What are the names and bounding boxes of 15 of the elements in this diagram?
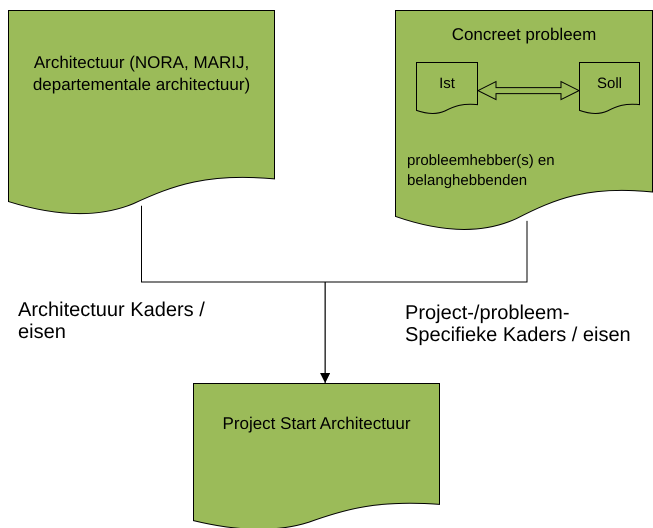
annotation-text: Project-/probleem- Specifieke Kaders / eisen [405, 302, 632, 346]
node-title: Architectuur (NORA, MARIJ, departementale architectuur) [32, 52, 252, 96]
document-shape [8, 10, 275, 216]
document-shape [579, 62, 640, 114]
connector-arrow [320, 220, 528, 384]
node-title: Concreet probleem [450, 24, 598, 46]
node-title: Ist [438, 74, 456, 94]
node-title: Project Start Architectuur [221, 413, 412, 435]
double-block-arrow [476, 80, 580, 100]
annotation-text: Architectuur Kaders / eisen [18, 299, 206, 343]
document-shape [416, 62, 478, 114]
document-shape [193, 383, 440, 528]
node-text: probleemhebber(s) en belanghebbenden [407, 151, 556, 191]
document-shape [395, 10, 653, 232]
node-title: Soll [596, 74, 623, 94]
